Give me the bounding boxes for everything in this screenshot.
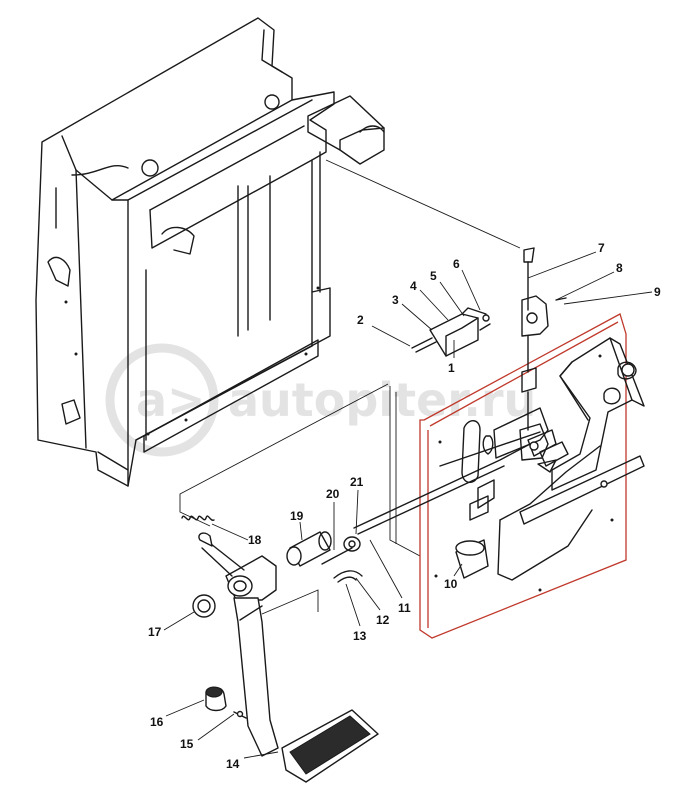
callout-21: 21 (350, 475, 364, 489)
pedal-bracket-assembly (353, 337, 645, 592)
callout-15: 15 (180, 737, 194, 751)
callout-9: 9 (654, 285, 661, 299)
retaining-clip (333, 570, 363, 583)
seal-ring (192, 594, 216, 618)
callout-14: 14 (226, 757, 240, 771)
pedal-stop (205, 686, 247, 719)
callout-12: 12 (376, 613, 390, 627)
callout-5: 5 (430, 269, 437, 283)
callout-1: 1 (448, 361, 455, 375)
callout-11: 11 (398, 601, 411, 615)
callout-16: 16 (150, 715, 164, 729)
cable-rod-assembly (519, 247, 567, 461)
callout-20: 20 (326, 487, 340, 501)
callout-10: 10 (444, 577, 458, 591)
switch-small-parts (411, 307, 491, 357)
watermark-text: autopiter.ru (228, 373, 536, 427)
svg-text:a>: a> (136, 373, 206, 427)
return-spring (181, 515, 215, 521)
callout-7: 7 (598, 241, 605, 255)
watermark: a> autopiter.ru (105, 343, 536, 457)
callout-6: 6 (453, 257, 460, 271)
callout-18: 18 (248, 533, 262, 547)
bushing (286, 531, 332, 567)
bracket-plate-highlight (419, 313, 627, 639)
callout-19: 19 (290, 509, 304, 523)
callout-8: 8 (616, 261, 623, 275)
callout-13: 13 (353, 629, 367, 643)
callout-3: 3 (392, 293, 399, 307)
callout-2: 2 (357, 313, 364, 327)
callout-labels: 1 2 3 4 5 6 7 8 9 10 11 12 13 14 15 16 1… (148, 241, 661, 771)
callout-leaders (163, 251, 653, 759)
callout-4: 4 (410, 279, 417, 293)
pin-and-washer (321, 536, 361, 565)
brake-pedal (198, 532, 379, 783)
cab-frame (35, 17, 385, 487)
callout-17: 17 (148, 625, 162, 639)
